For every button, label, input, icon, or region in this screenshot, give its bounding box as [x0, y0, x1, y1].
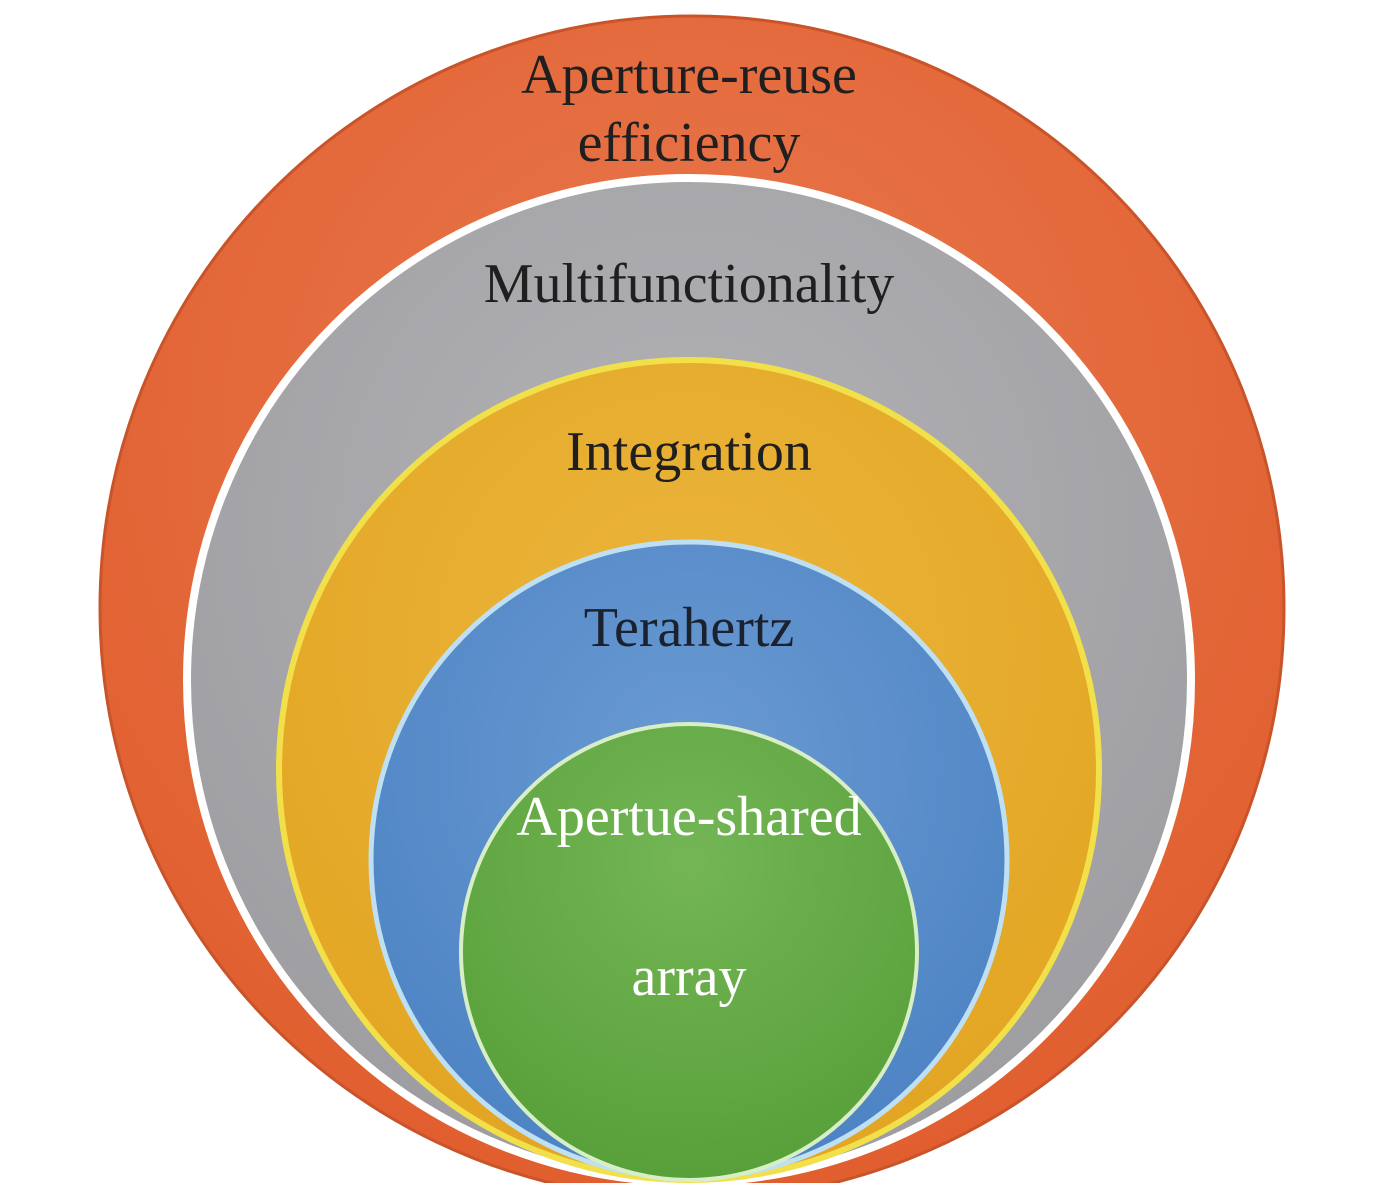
circle-apertue-shared-array — [459, 722, 919, 1182]
label-apertue-shared: Apertue-shared — [516, 786, 861, 848]
label-aperture-reuse-line1: Aperture-reuse — [521, 44, 857, 106]
label-terahertz: Terahertz — [584, 597, 795, 659]
label-aperture-reuse-line2: efficiency — [578, 112, 801, 174]
label-array: array — [631, 946, 746, 1008]
label-multifunctionality: Multifunctionality — [484, 253, 895, 315]
label-integration: Integration — [566, 421, 812, 483]
layer-apertue-shared-array: Apertue-shared array — [459, 722, 919, 1182]
